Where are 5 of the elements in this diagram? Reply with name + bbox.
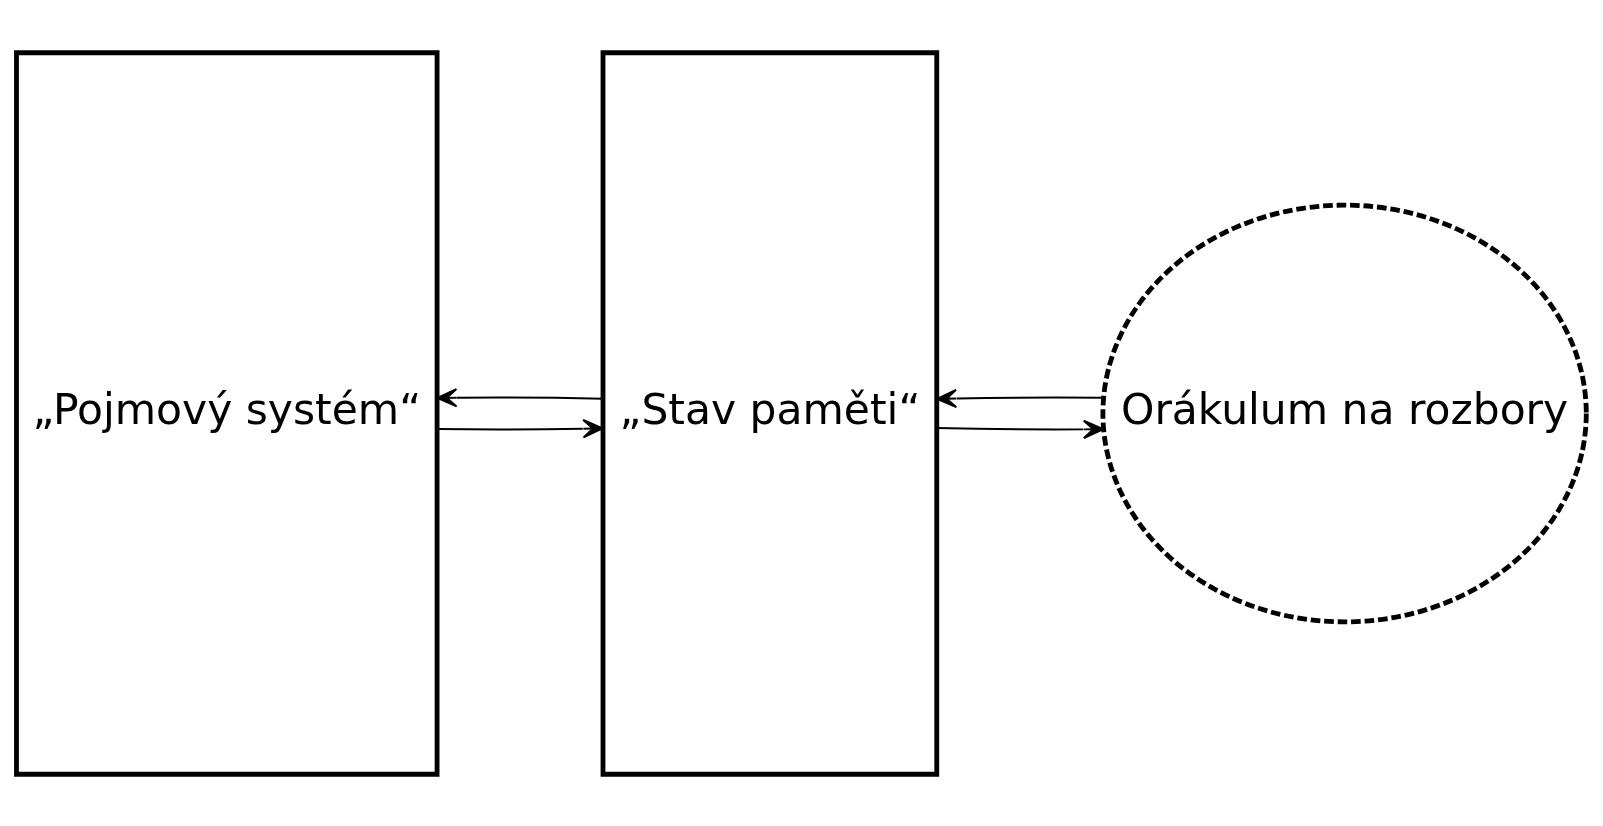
- arrow: [436, 418, 604, 438]
- node-box: „Pojmový systém“: [14, 49, 440, 777]
- node-ellipse: Orákulum na rozbory: [1100, 202, 1589, 624]
- node-box: „Stav paměti“: [600, 49, 940, 777]
- arrow: [436, 387, 604, 407]
